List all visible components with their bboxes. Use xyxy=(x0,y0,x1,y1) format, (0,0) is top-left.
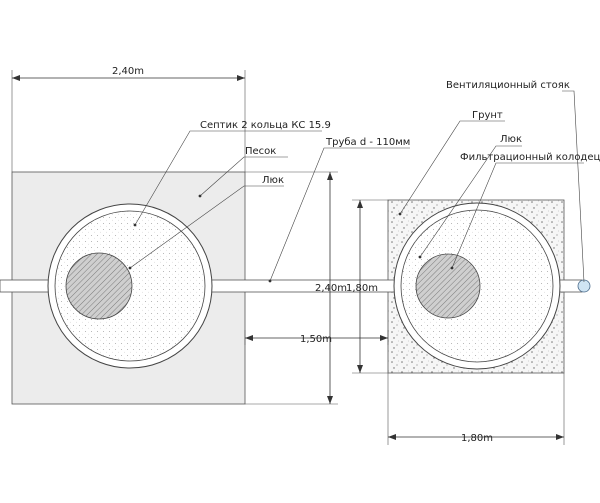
septic-hatch xyxy=(65,252,133,320)
dim-gap: 1,50m xyxy=(300,334,332,345)
label-hatch-left: Люк xyxy=(262,175,284,186)
label-pipe: Труба d - 110мм xyxy=(325,137,410,148)
label-soil: Грунт xyxy=(472,110,503,121)
label-filter-well: Фильтрационный колодец xyxy=(460,152,600,163)
label-hatch-right: Люк xyxy=(500,134,522,145)
dim-left-width: 2,40m xyxy=(112,66,144,77)
label-sand: Песок xyxy=(245,146,276,157)
label-vent: Вентиляционный стояк xyxy=(446,80,570,91)
label-septic: Септик 2 кольца КС 15.9 xyxy=(200,120,331,131)
dim-right-height: 1,80m xyxy=(346,283,378,294)
dim-right-width: 1,80m xyxy=(461,433,493,444)
well-hatch xyxy=(415,253,481,319)
dim-left-height: 2,40m xyxy=(315,283,347,294)
